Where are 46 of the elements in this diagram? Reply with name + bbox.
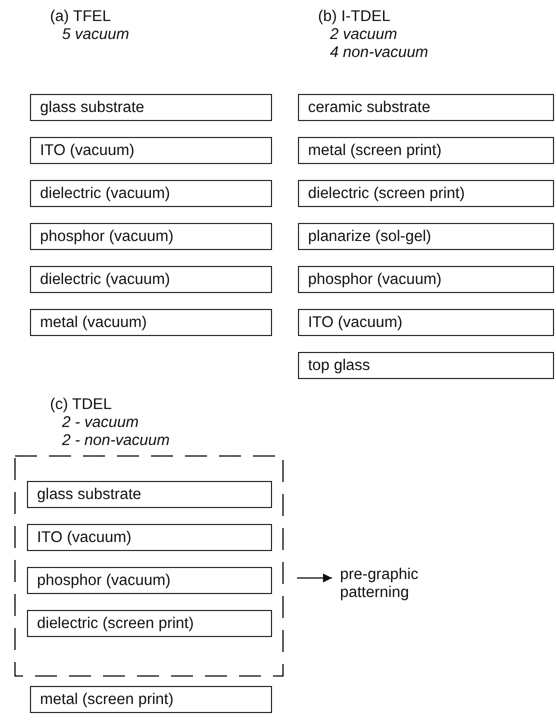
layer-box bbox=[298, 309, 554, 336]
layer-box bbox=[298, 266, 554, 293]
layer-box bbox=[30, 180, 272, 207]
layer-label: phosphor (vacuum) bbox=[37, 572, 171, 590]
layer-box bbox=[27, 567, 272, 594]
layer-label: dielectric (vacuum) bbox=[40, 184, 170, 202]
layer-label: dielectric (screen print) bbox=[308, 184, 465, 202]
process-count: 4 non-vacuum bbox=[330, 44, 428, 62]
layer-box bbox=[30, 94, 272, 121]
layer-label: metal (screen print) bbox=[40, 690, 174, 708]
layer-box bbox=[298, 137, 554, 164]
layer-label: phosphor (vacuum) bbox=[308, 270, 442, 288]
layer-box bbox=[30, 137, 272, 164]
layer-box bbox=[27, 481, 272, 508]
layer-label: dielectric (vacuum) bbox=[40, 270, 170, 288]
layer-box bbox=[298, 352, 554, 379]
layer-label: top glass bbox=[308, 356, 370, 374]
layer-box bbox=[30, 686, 272, 713]
layer-label: ITO (vacuum) bbox=[40, 142, 134, 160]
process-count: 2 - non-vacuum bbox=[62, 432, 170, 450]
layer-label: planarize (sol-gel) bbox=[308, 228, 432, 246]
layer-label: metal (vacuum) bbox=[40, 314, 147, 332]
layer-box bbox=[298, 180, 554, 207]
layer-box bbox=[27, 524, 272, 551]
panel-heading: (a) TFEL bbox=[50, 8, 111, 26]
layer-label: metal (screen print) bbox=[308, 142, 442, 160]
layer-box bbox=[30, 266, 272, 293]
note-text: pre-graphic patterning bbox=[340, 566, 460, 606]
layer-label: ITO (vacuum) bbox=[308, 314, 402, 332]
layer-label: glass substrate bbox=[37, 486, 142, 504]
process-count: 5 vacuum bbox=[62, 26, 130, 44]
process-count: 2 vacuum bbox=[330, 26, 398, 44]
arrow bbox=[297, 574, 332, 582]
layer-label: glass substrate bbox=[40, 98, 144, 116]
layer-label: dielectric (screen print) bbox=[37, 614, 194, 632]
layer-box bbox=[27, 610, 272, 637]
panel-heading: (b) I-TDEL bbox=[318, 8, 390, 26]
process-count: 2 - vacuum bbox=[62, 414, 139, 432]
layer-box bbox=[298, 94, 554, 121]
layer-label: ceramic substrate bbox=[308, 98, 430, 116]
layer-label: phosphor (vacuum) bbox=[40, 228, 174, 246]
layer-box bbox=[30, 309, 272, 336]
layer-box bbox=[30, 223, 272, 250]
layer-box bbox=[298, 223, 554, 250]
layer-label: ITO (vacuum) bbox=[37, 528, 132, 546]
panel-heading: (c) TDEL bbox=[50, 396, 112, 414]
